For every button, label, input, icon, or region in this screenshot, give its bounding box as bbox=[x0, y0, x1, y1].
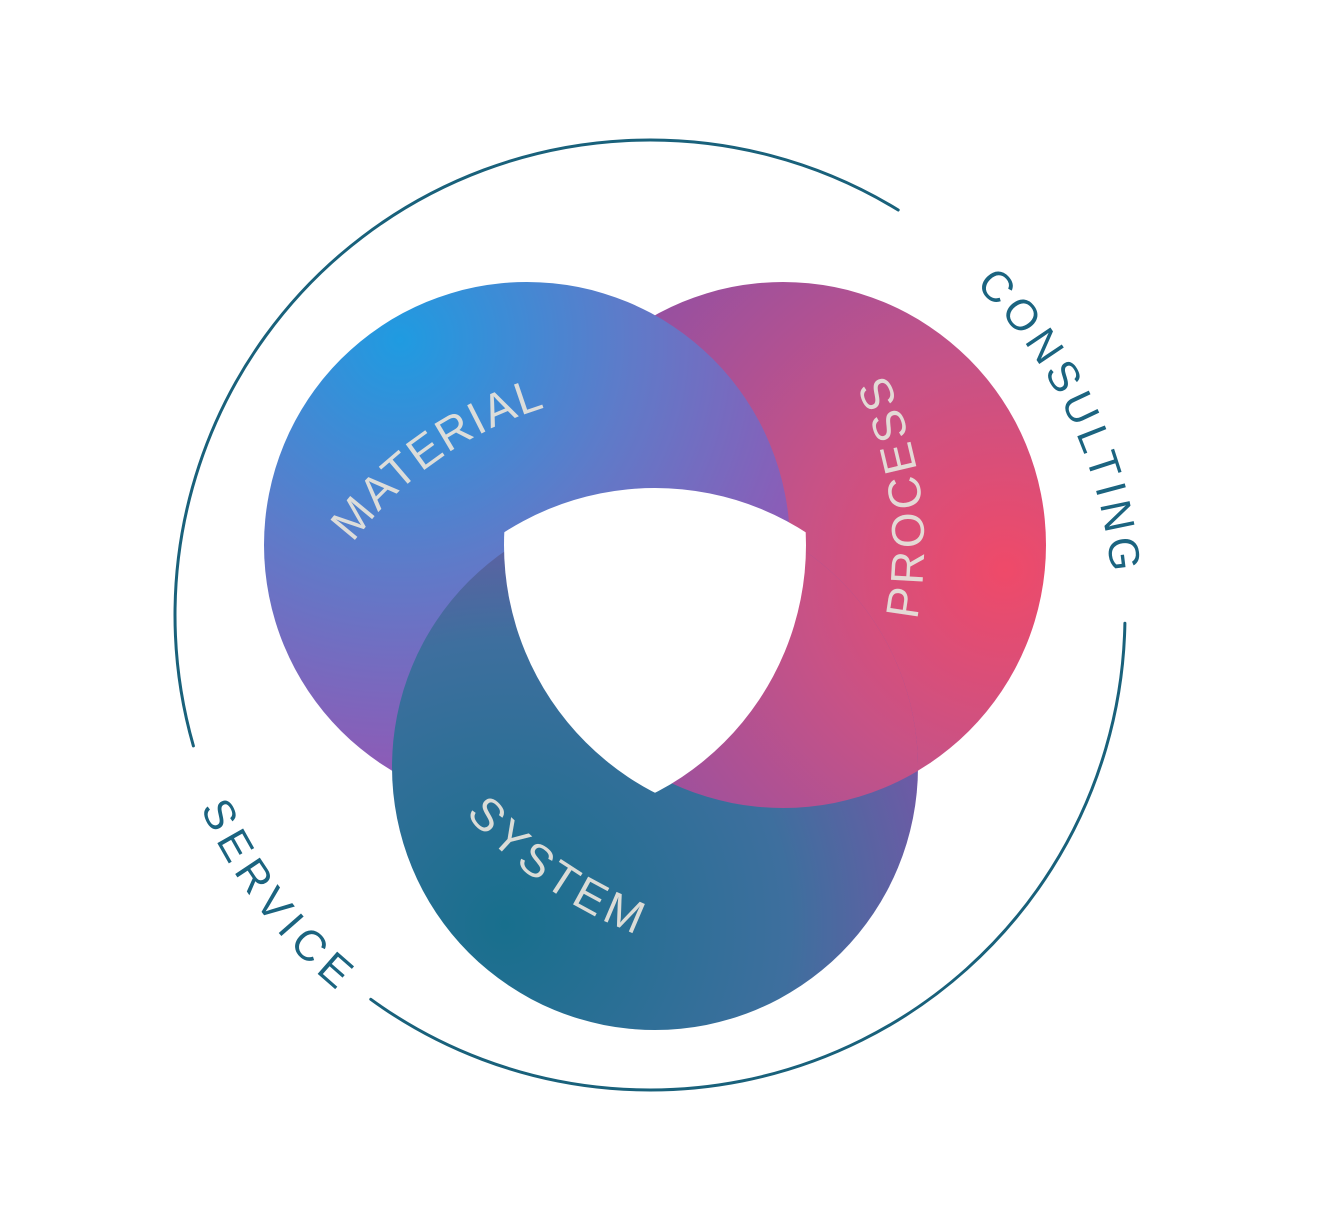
center-spinner bbox=[504, 488, 806, 824]
service-caption: SERVICE bbox=[191, 792, 366, 1002]
outer-ring-arc-left-top bbox=[173, 138, 900, 748]
outer-ring-arc-right-bottom bbox=[369, 621, 1127, 1092]
